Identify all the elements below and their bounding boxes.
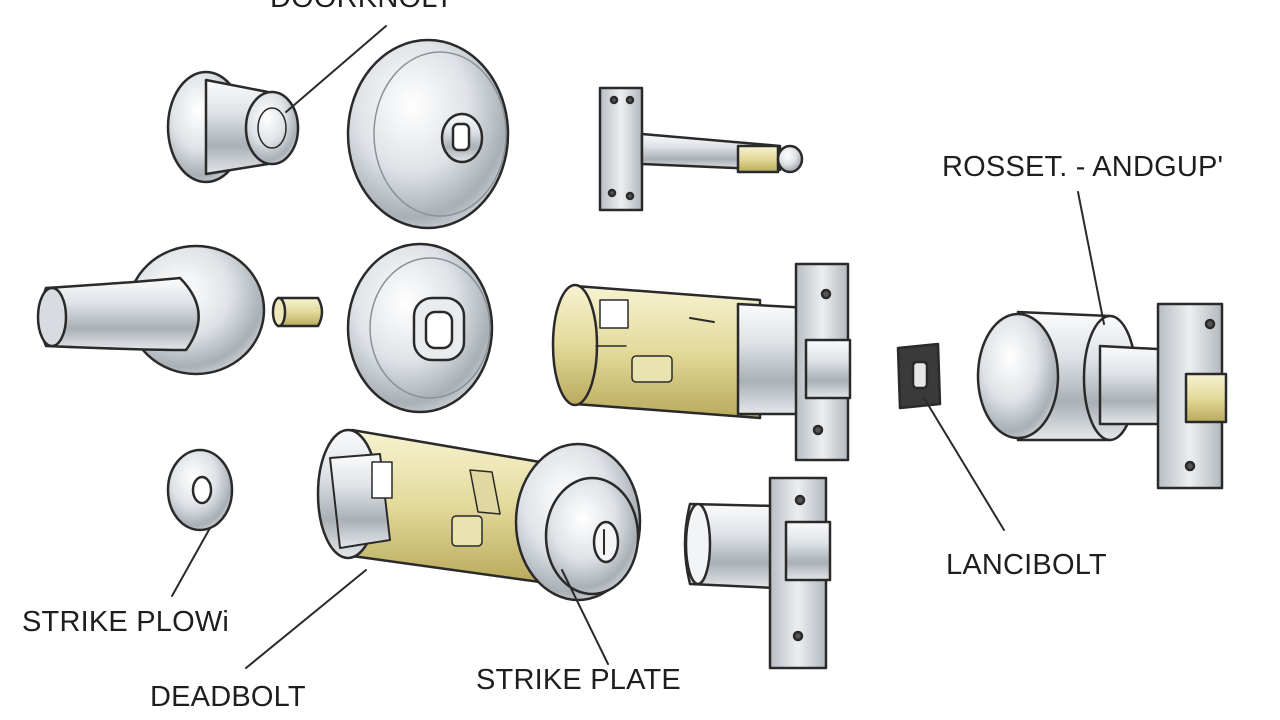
washer-part [166, 448, 234, 532]
label-rosset: ROSSET. - ANDGUP' [942, 151, 1224, 183]
leader-line-strike-plate [561, 569, 609, 665]
spacer-part [271, 296, 324, 328]
label-deadbolt: DEADBOLT [150, 681, 306, 713]
gasket-part [896, 342, 942, 410]
label-doorknob: DOORKNOLT [270, 0, 453, 13]
doorknob-part [166, 70, 300, 184]
label-strike-plate: STRIKE PLATE [476, 664, 681, 696]
latch-bar-part [598, 86, 804, 212]
deadbolt-body-part [316, 428, 542, 584]
leader-line-top [285, 25, 387, 113]
label-lancibolt: LANCIBOLT [946, 549, 1107, 581]
leader-line-strike-plow [171, 527, 211, 597]
label-strike-plow: STRIKE PLOWi [22, 606, 230, 638]
rose-disc-part [346, 242, 494, 414]
brass-cylinder-part [551, 262, 852, 462]
lever-handle-part [36, 244, 266, 376]
leader-line-rosset [1077, 191, 1105, 325]
leader-line-lanc [923, 397, 1005, 531]
lock-cylinder-part [976, 302, 1228, 490]
deadbolt-knob-part [514, 442, 642, 602]
rose-part [346, 38, 510, 230]
latch-part [683, 476, 832, 670]
leader-line-deadbolt [245, 569, 367, 669]
